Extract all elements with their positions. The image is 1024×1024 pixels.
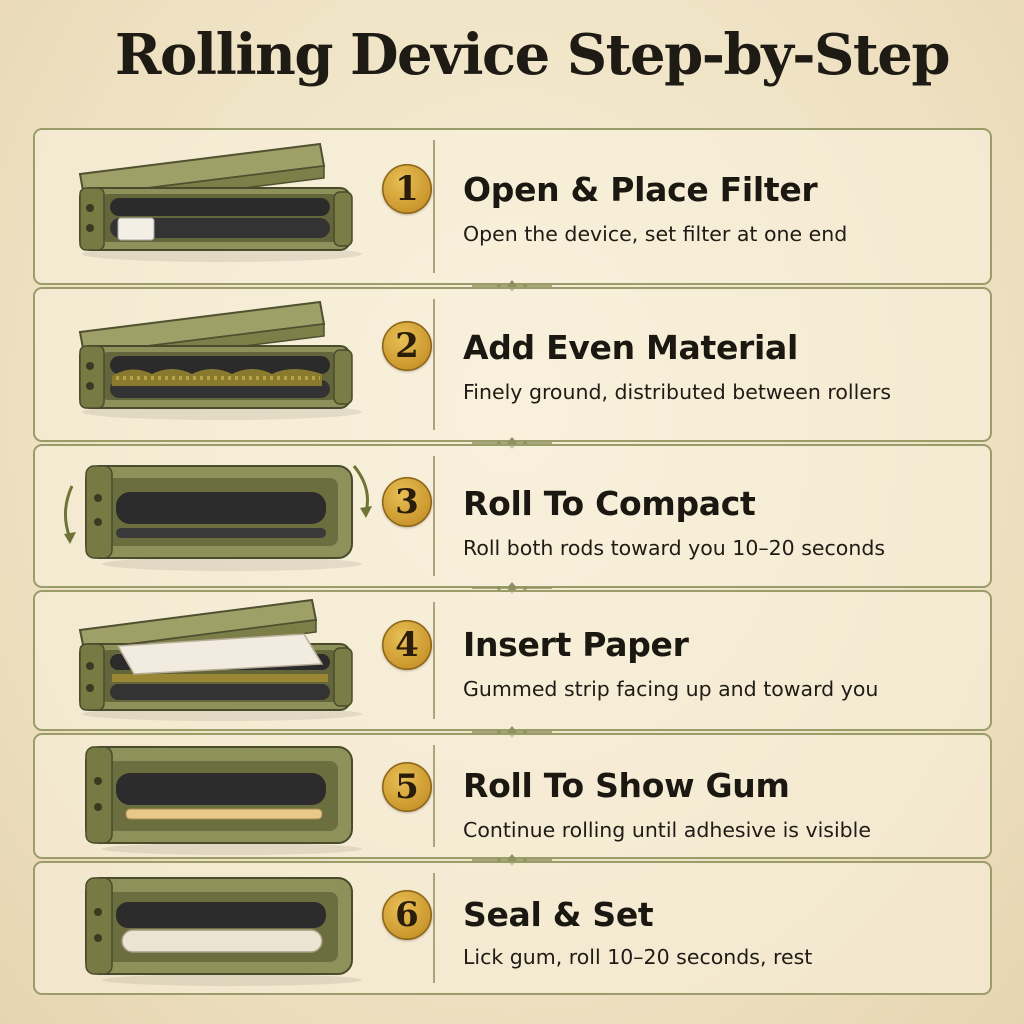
step-title-4: Insert Paper (463, 625, 689, 664)
rolling-device-closed-showing-gum-strip-illustration (85, 746, 362, 855)
panel-divider (433, 745, 435, 847)
step-title-6: Seal & Set (463, 895, 654, 934)
step-description-4: Gummed strip facing up and toward you (463, 677, 879, 701)
panel-divider (433, 602, 435, 719)
rolling-device-closed-sealed-illustration (85, 877, 362, 986)
step-number-badge-5: 5 (382, 762, 432, 812)
step-description-1: Open the device, set filter at one end (463, 222, 848, 246)
rolling-device-closed-with-rotation-arrows-illustration (64, 465, 372, 571)
step-number-badge-2: 2 (382, 321, 432, 371)
step-description-3: Roll both rods toward you 10–20 seconds (463, 536, 886, 560)
step-number-badge-1: 1 (382, 164, 432, 214)
rolling-device-open-with-paper-illustration (78, 598, 362, 721)
step-title-2: Add Even Material (463, 328, 799, 367)
step-title-3: Roll To Compact (463, 484, 756, 523)
step-description-2: Finely ground, distributed between rolle… (463, 380, 892, 404)
step-panel-2 (33, 287, 992, 442)
panel-divider (433, 873, 435, 983)
rolling-device-open-with-material-illustration (78, 300, 362, 420)
panel-divider (433, 299, 435, 430)
step-number-badge-4: 4 (382, 620, 432, 670)
step-title-1: Open & Place Filter (463, 170, 818, 209)
step-title-5: Roll To Show Gum (463, 766, 790, 805)
step-number-badge-6: 6 (382, 890, 432, 940)
panel-divider (433, 456, 435, 576)
step-description-6: Lick gum, roll 10–20 seconds, rest (463, 945, 813, 969)
step-description-5: Continue rolling until adhesive is visib… (463, 818, 871, 842)
rolling-device-open-with-filter-illustration (78, 142, 362, 262)
panel-divider (433, 140, 435, 273)
step-number-badge-3: 3 (382, 477, 432, 527)
page-title: Rolling Device Step-by-Step (114, 22, 951, 88)
